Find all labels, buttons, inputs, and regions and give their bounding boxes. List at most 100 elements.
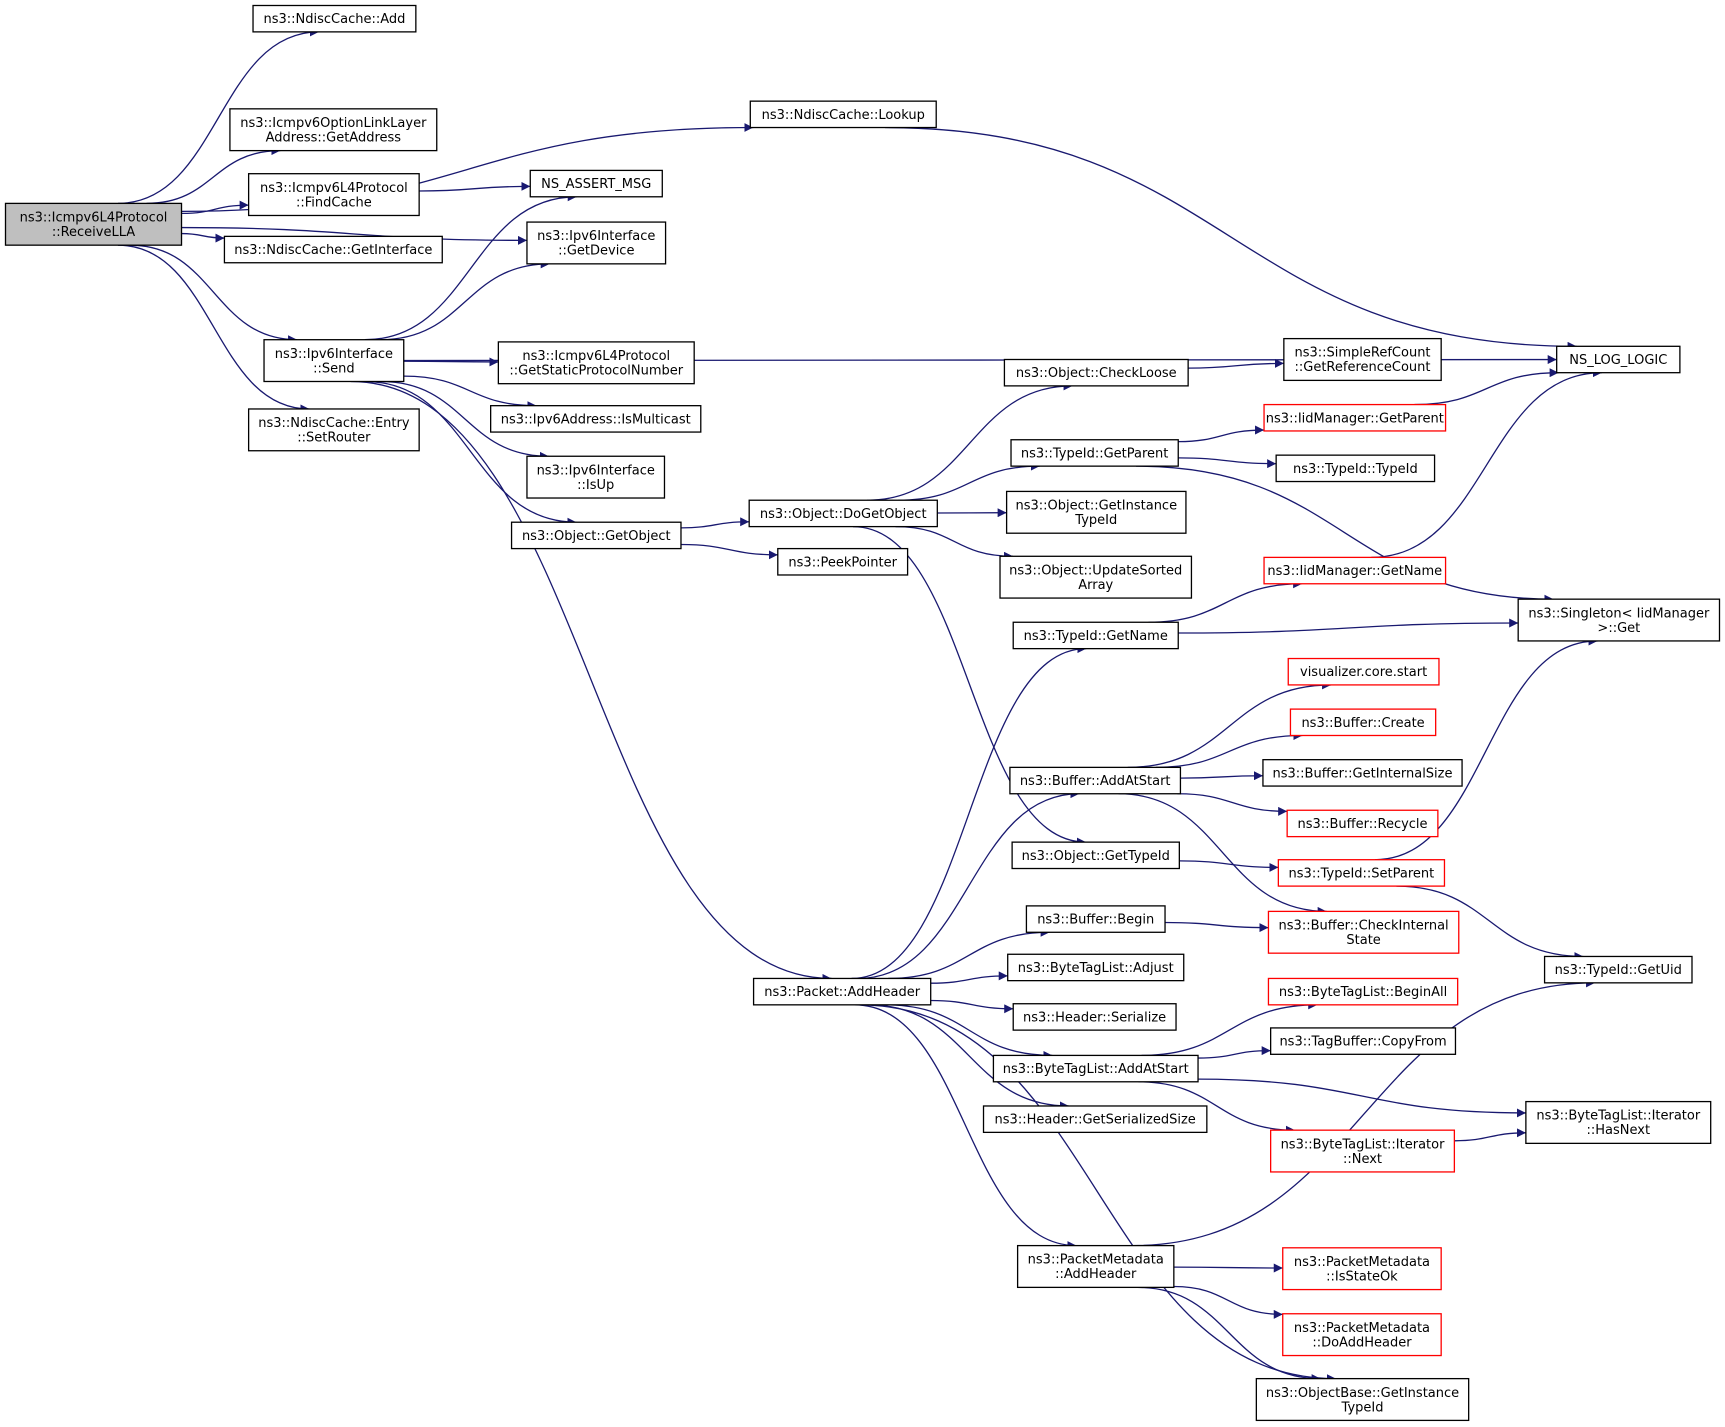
- call-edge-line: [350, 380, 832, 983]
- node-label: TypeId: [1074, 513, 1117, 528]
- node-label: ns3::ObjectBase::GetInstance: [1266, 1386, 1459, 1401]
- node-peekpointer[interactable]: ns3::PeekPointer: [777, 547, 909, 576]
- call-edge-line: [403, 357, 499, 367]
- node-nd_add[interactable]: ns3::NdiscCache::Add: [252, 4, 417, 33]
- node-findcache[interactable]: ns3::Icmpv6L4Protocol::FindCache: [247, 173, 420, 217]
- node-label: ns3::ByteTagList::AddAtStart: [1003, 1062, 1189, 1077]
- call-edge-line: [1178, 618, 1519, 634]
- node-singleton[interactable]: ns3::Singleton< IidManager>::Get: [1517, 598, 1721, 642]
- node-label: ns3::NdiscCache::GetInterface: [234, 243, 432, 258]
- node-lookup[interactable]: ns3::NdiscCache::Lookup: [749, 100, 937, 129]
- node-box: [1556, 345, 1681, 374]
- call-edge-line: [364, 192, 577, 341]
- node-label: ns3::Icmpv6L4Protocol: [20, 211, 168, 226]
- call-edge-line: [1371, 368, 1602, 559]
- node-getobject[interactable]: ns3::Object::GetObject: [510, 521, 682, 550]
- call-edge-buf_addatstart-to-buf_create: [1155, 730, 1303, 769]
- call-edge-line: [146, 146, 281, 205]
- node-vis_start[interactable]: visualizer.core.start: [1287, 657, 1440, 686]
- node-label: ns3::NdiscCache::Entry: [258, 416, 410, 431]
- call-edges: [117, 27, 1602, 1384]
- node-label: ns3::Object::CheckLoose: [1016, 366, 1177, 381]
- node-obj_gettypeid[interactable]: ns3::Object::GetTypeId: [1011, 841, 1180, 870]
- node-tid_typeid[interactable]: ns3::TypeId::TypeId: [1275, 454, 1436, 483]
- call-edge-buf_addatstart-to-buf_recycle: [1177, 793, 1288, 816]
- node-label: ns3::Buffer::AddAtStart: [1020, 774, 1171, 789]
- node-getdevice[interactable]: ns3::Ipv6Interface::GetDevice: [526, 221, 667, 265]
- call-edge-pkt_addheader-to-tid_getname: [851, 644, 1087, 980]
- node-buf_create[interactable]: ns3::Buffer::Create: [1289, 708, 1437, 737]
- node-btl_it_hasnext[interactable]: ns3::ByteTagList::Iterator::HasNext: [1525, 1100, 1712, 1145]
- node-label: Address::GetAddress: [266, 130, 402, 145]
- node-tid_setparent[interactable]: ns3::TypeId::SetParent: [1277, 859, 1446, 887]
- node-label: ns3::Icmpv6L4Protocol: [260, 181, 408, 196]
- node-hdr_serialize[interactable]: ns3::Header::Serialize: [1012, 1003, 1177, 1031]
- call-edge-receive-to-nd_getif: [181, 232, 225, 243]
- node-btl_addatstart[interactable]: ns3::ByteTagList::AddAtStart: [992, 1054, 1199, 1083]
- node-box: [1517, 598, 1721, 642]
- node-hdr_getsersize[interactable]: ns3::Header::GetSerializedSize: [982, 1105, 1208, 1134]
- call-edge-line: [403, 375, 537, 411]
- call-edge-pm_addheader-to-pm_isstateok: [1173, 1263, 1283, 1273]
- node-label: ns3::Singleton< IidManager: [1528, 606, 1710, 621]
- node-pm_isstateok[interactable]: ns3::PacketMetadata::IsStateOk: [1282, 1247, 1442, 1291]
- call-edge-line: [895, 525, 1014, 561]
- node-box: [1267, 977, 1459, 1006]
- node-buf_recycle[interactable]: ns3::Buffer::Recycle: [1286, 809, 1439, 838]
- call-edge-line: [1155, 730, 1303, 769]
- call-edge-line: [866, 381, 1073, 501]
- node-getstaticproto[interactable]: ns3::Icmpv6L4Protocol::GetStaticProtocol…: [497, 341, 695, 385]
- node-label: ns3::Icmpv6L4Protocol: [522, 349, 670, 364]
- node-label: ::DoAddHeader: [1312, 1335, 1412, 1350]
- node-assert[interactable]: NS_ASSERT_MSG: [529, 169, 663, 198]
- node-opt_getaddr[interactable]: ns3::Icmpv6OptionLinkLayerAddress::GetAd…: [229, 108, 438, 152]
- node-iid_getparent[interactable]: ns3::IidManager::GetParent: [1263, 403, 1447, 432]
- node-btl_adjust[interactable]: ns3::ByteTagList::Adjust: [1007, 953, 1185, 982]
- node-ismulticast[interactable]: ns3::Ipv6Address::IsMulticast: [490, 405, 702, 433]
- node-buf_internalsize[interactable]: ns3::Buffer::GetInternalSize: [1262, 759, 1463, 787]
- node-dogetobject[interactable]: ns3::Object::DoGetObject: [748, 499, 938, 528]
- node-buf_addatstart[interactable]: ns3::Buffer::AddAtStart: [1009, 766, 1182, 795]
- node-tid_getname[interactable]: ns3::TypeId::GetName: [1012, 621, 1179, 650]
- call-edge-pkt_addheader-to-btl_adjust: [930, 971, 1008, 984]
- node-getrefcount[interactable]: ns3::SimpleRefCount::GetReferenceCount: [1283, 337, 1442, 382]
- node-receive[interactable]: ns3::Icmpv6L4Protocol::ReceiveLLA: [4, 202, 183, 246]
- node-box: [490, 405, 702, 433]
- node-nslog[interactable]: NS_LOG_LOGIC: [1556, 345, 1681, 374]
- node-pm_addheader[interactable]: ns3::PacketMetadata::AddHeader: [1016, 1244, 1175, 1289]
- call-edge-btl_addatstart-to-btl_it_next: [1138, 1081, 1295, 1135]
- node-label: ns3::Object::GetTypeId: [1022, 849, 1170, 864]
- node-entry_setrouter[interactable]: ns3::NdiscCache::Entry::SetRouter: [247, 408, 420, 452]
- node-tid_getparent[interactable]: ns3::TypeId::GetParent: [1010, 439, 1179, 467]
- node-checkloose[interactable]: ns3::Object::CheckLoose: [1003, 358, 1189, 387]
- call-edge-line: [1127, 680, 1332, 769]
- node-pkt_addheader[interactable]: ns3::Packet::AddHeader: [752, 977, 932, 1006]
- node-buf_begin[interactable]: ns3::Buffer::Begin: [1025, 905, 1166, 933]
- node-label: ::GetDevice: [558, 244, 634, 259]
- call-edge-buf_addatstart-to-buf_checkinternal: [1118, 793, 1327, 916]
- call-edge-receive-to-nd_add: [117, 27, 319, 205]
- node-label: ns3::Ipv6Interface: [275, 347, 393, 362]
- node-if_send[interactable]: ns3::Ipv6Interface::Send: [263, 339, 405, 383]
- node-iid_getname[interactable]: ns3::IidManager::GetName: [1263, 556, 1447, 585]
- node-box: [497, 341, 695, 385]
- call-edge-line: [1173, 1263, 1283, 1273]
- call-edge-line: [1137, 1286, 1321, 1384]
- node-tid_getuid[interactable]: ns3::TypeId::GetUid: [1543, 955, 1693, 984]
- node-btl_beginall[interactable]: ns3::ByteTagList::BeginAll: [1267, 977, 1459, 1006]
- node-label: ns3::Header::GetSerializedSize: [995, 1113, 1196, 1128]
- node-box: [1525, 1100, 1712, 1145]
- node-tagbuf_copyfrom[interactable]: ns3::TagBuffer::CopyFrom: [1269, 1027, 1457, 1055]
- node-pm_doaddheader[interactable]: ns3::PacketMetadata::DoAddHeader: [1282, 1313, 1442, 1357]
- node-label: >::Get: [1597, 621, 1640, 636]
- node-btl_it_next[interactable]: ns3::ByteTagList::Iterator::Next: [1269, 1129, 1456, 1173]
- call-edge-line: [130, 244, 298, 345]
- node-nd_getif[interactable]: ns3::NdiscCache::GetInterface: [223, 235, 443, 264]
- node-label: ::AddHeader: [1055, 1267, 1137, 1282]
- node-isup[interactable]: ns3::Ipv6Interface::IsUp: [526, 455, 666, 499]
